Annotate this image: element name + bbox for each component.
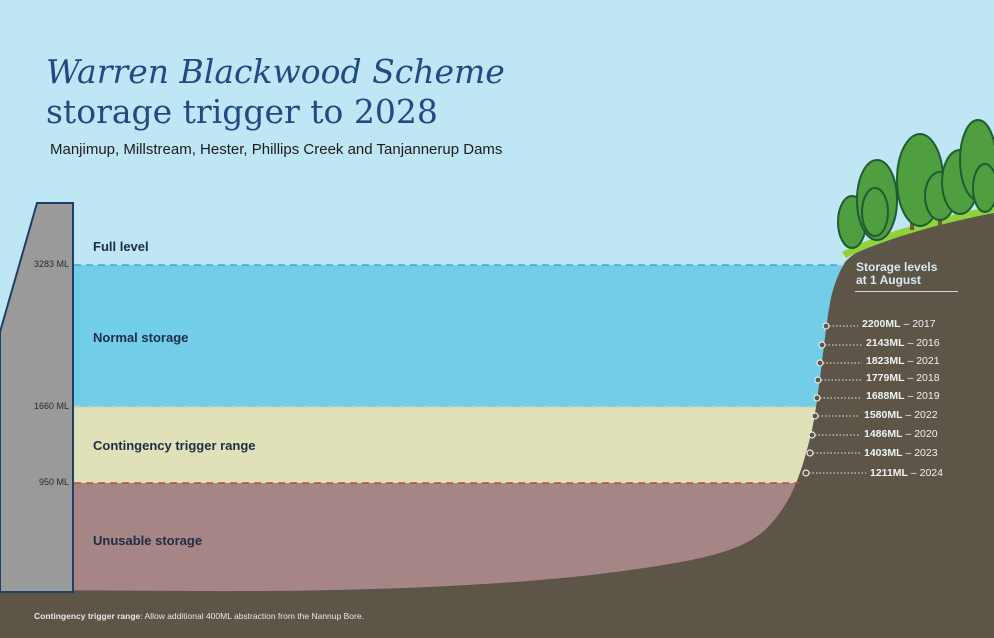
storage-reading: 1688ML – 2019 (866, 390, 940, 402)
reading-year: – 2018 (904, 372, 940, 384)
reading-year: – 2019 (904, 390, 940, 402)
title-line-2: storage trigger to 2028 (46, 92, 438, 131)
contingency-band (72, 407, 842, 483)
reading-value: 1486ML (864, 428, 903, 440)
contingency-trigger-label: Contingency trigger range (93, 438, 256, 453)
page-title: Warren Blackwood Scheme storage trigger … (46, 52, 505, 132)
reading-value: 1823ML (866, 355, 905, 367)
reading-year: – 2017 (900, 318, 936, 330)
storage-reading: 2143ML – 2016 (866, 337, 940, 349)
title-line-1: Warren Blackwood Scheme (46, 52, 505, 91)
storage-reading-markers (802, 322, 866, 477)
reading-marker-2019 (813, 394, 821, 402)
reading-value: 1580ML (864, 409, 903, 421)
storage-legend-title-line-1: Storage levels (856, 260, 938, 274)
storage-reading: 1211ML – 2024 (870, 467, 943, 479)
storage-legend-divider (855, 291, 958, 292)
reading-year: – 2020 (902, 428, 938, 440)
reading-year: – 2023 (902, 447, 938, 459)
storage-legend-title-line-2: at 1 August (856, 273, 921, 287)
storage-reading: 2200ML – 2017 (862, 318, 936, 330)
full-level-label: Full level (93, 239, 149, 254)
subtitle: Manjimup, Millstream, Hester, Phillips C… (50, 141, 503, 158)
reading-year: – 2022 (902, 409, 938, 421)
reading-value: 1688ML (866, 390, 905, 402)
contingency-ml-label: 1660 ML (33, 401, 69, 411)
reading-marker-2024 (802, 469, 810, 477)
storage-reading: 1403ML – 2023 (864, 447, 938, 459)
reading-marker-2017 (822, 322, 830, 330)
storage-reading: 1779ML – 2018 (866, 372, 940, 384)
normal-storage-label: Normal storage (93, 330, 189, 345)
dam-wall (0, 202, 74, 593)
reading-marker-2021 (816, 359, 824, 367)
reading-value: 2143ML (866, 337, 905, 349)
forest-trees (837, 119, 994, 249)
reading-year: – 2021 (904, 355, 940, 367)
reading-year: – 2016 (904, 337, 940, 349)
unusable-storage-label: Unusable storage (93, 533, 203, 548)
reading-value: 1779ML (866, 372, 905, 384)
reading-value: 2200ML (862, 318, 901, 330)
reading-value: 1211ML (870, 467, 908, 479)
reading-value: 1403ML (864, 447, 903, 459)
storage-reading: 1823ML – 2021 (866, 355, 940, 367)
reading-marker-2023 (806, 449, 814, 457)
storage-reading: 1486ML – 2020 (864, 428, 938, 440)
storage-legend-title: Storage levels at 1 August (856, 261, 937, 287)
grass-strip (842, 206, 994, 258)
unusable-ml-label: 950 ML (38, 477, 69, 487)
full-level-ml-label: 3283 ML (33, 259, 69, 269)
reading-year: – 2024 (907, 467, 943, 479)
reading-marker-2018 (814, 376, 822, 384)
footnote-text: : Allow additional 400ML abstraction fro… (140, 611, 364, 621)
footnote: Contingency trigger range: Allow additio… (34, 611, 364, 621)
storage-reading: 1580ML – 2022 (864, 409, 938, 421)
hillside-ground (0, 206, 994, 638)
reading-marker-2022 (811, 412, 819, 420)
normal-storage-band (72, 265, 842, 407)
footnote-label: Contingency trigger range (34, 611, 141, 621)
reading-marker-2020 (808, 431, 816, 439)
reading-marker-2016 (818, 341, 826, 349)
